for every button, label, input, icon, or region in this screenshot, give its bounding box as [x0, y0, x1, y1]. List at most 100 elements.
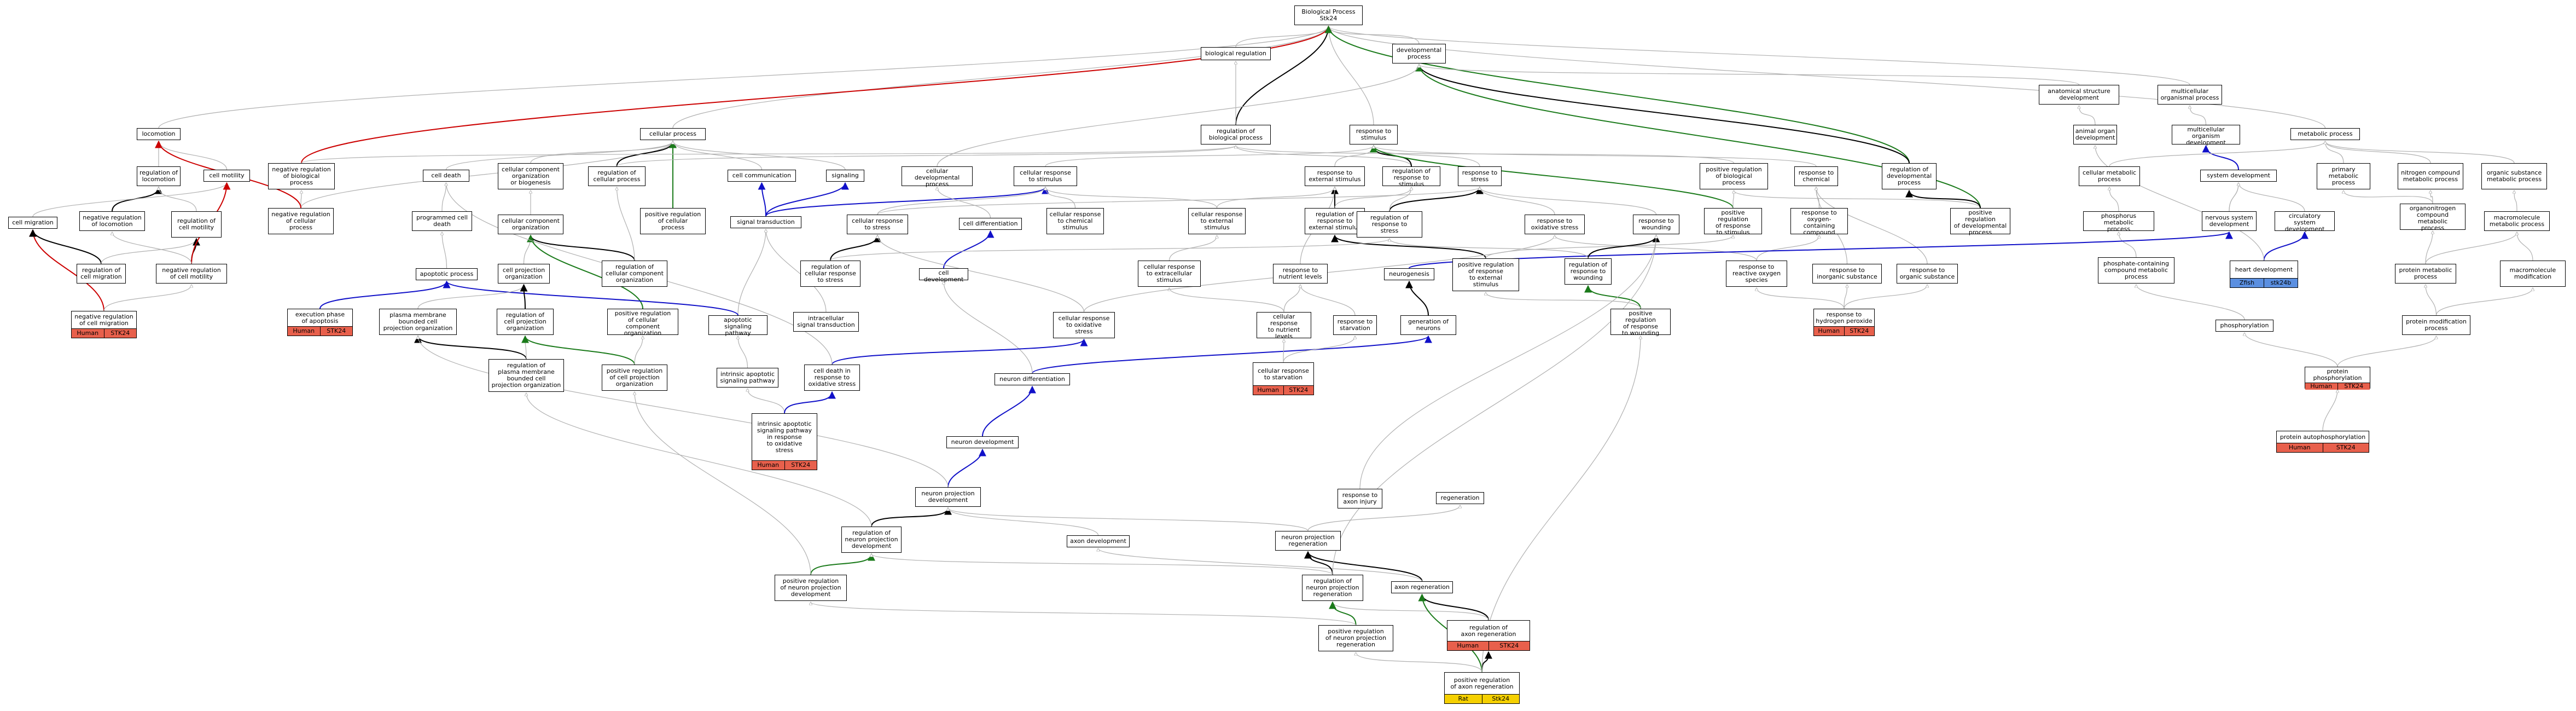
- go-term-node[interactable]: intrinsic apoptotic signaling pathway: [717, 368, 778, 388]
- go-term-node[interactable]: regulation of cell projection organizati…: [497, 309, 554, 335]
- go-term-node[interactable]: positive regulation of developmental pro…: [1950, 208, 2010, 236]
- go-term-node[interactable]: response to nutrient levels: [1273, 264, 1328, 284]
- go-term-node[interactable]: axon development: [1067, 535, 1130, 547]
- go-term-node[interactable]: cellular response to nutrient levels: [1257, 312, 1311, 340]
- go-term-node[interactable]: protein metabolic process: [2395, 264, 2456, 284]
- go-term-node[interactable]: cellular component organization: [498, 215, 563, 234]
- go-term-node[interactable]: organonitrogen compound metabolic proces…: [2400, 204, 2465, 232]
- go-term-node[interactable]: neuron projection regeneration: [1275, 531, 1341, 551]
- go-term-node[interactable]: organic substance metabolic process: [2481, 163, 2547, 189]
- go-term-node[interactable]: nitrogen compound metabolic process: [2398, 163, 2463, 189]
- go-term-node[interactable]: primary metabolic process: [2317, 163, 2370, 189]
- go-term-node[interactable]: circulatory system development: [2275, 211, 2335, 233]
- go-term-node[interactable]: signal transduction: [730, 216, 801, 228]
- go-term-node[interactable]: response to oxidative stress: [1525, 215, 1585, 234]
- go-term-node[interactable]: response to oxygen-containing compound: [1790, 208, 1848, 236]
- go-term-node[interactable]: cellular metabolic process: [2079, 166, 2140, 186]
- go-term-node[interactable]: response to inorganic substance: [1812, 264, 1882, 284]
- go-term-node[interactable]: plasma membrane bounded cell projection …: [379, 309, 457, 335]
- go-term-node[interactable]: cellular response to external stimulus: [1188, 208, 1246, 234]
- go-term-node[interactable]: response to wounding: [1633, 215, 1679, 234]
- go-term-node[interactable]: cell differentiation: [959, 218, 1022, 230]
- go-term-node[interactable]: regulation of biological process: [1201, 125, 1271, 144]
- go-term-node[interactable]: apoptotic signaling pathway: [708, 315, 767, 337]
- go-term-node[interactable]: cellular developmental process: [902, 166, 973, 188]
- go-term-node[interactable]: positive regulation of cellular process: [640, 208, 706, 234]
- go-term-node[interactable]: regulation of cellular response to stres…: [800, 261, 860, 287]
- go-term-node[interactable]: cell development: [919, 268, 968, 283]
- go-term-node[interactable]: regulation of response to stimulus: [1382, 166, 1440, 188]
- go-term-node[interactable]: nervous system development: [2202, 211, 2257, 231]
- go-term-node[interactable]: positive regulation of cell projection o…: [602, 365, 667, 391]
- go-term-node[interactable]: cellular process: [640, 128, 706, 140]
- go-term-node[interactable]: positive regulation of axon regeneration…: [1444, 672, 1520, 704]
- go-term-node[interactable]: regulation of cell migration: [77, 264, 126, 284]
- go-term-node[interactable]: positive regulation of neuron projection…: [1318, 625, 1393, 651]
- go-term-node[interactable]: regulation of neuron projection developm…: [841, 527, 902, 553]
- go-term-node[interactable]: negative regulation of locomotion: [79, 211, 145, 231]
- go-term-node[interactable]: positive regulation of cellular componen…: [607, 309, 678, 337]
- go-term-node[interactable]: negative regulation of biological proces…: [268, 163, 335, 189]
- go-term-node[interactable]: cell communication: [728, 170, 796, 182]
- go-term-node[interactable]: system development: [2200, 170, 2277, 182]
- go-term-node[interactable]: phosphorus metabolic process: [2083, 211, 2154, 233]
- go-term-node[interactable]: response to stimulus: [1350, 125, 1398, 144]
- go-term-node[interactable]: regeneration: [1436, 492, 1484, 504]
- go-term-node[interactable]: regulation of cell motility: [171, 211, 222, 238]
- go-term-node[interactable]: regulation of response to stress: [1357, 211, 1422, 238]
- go-term-node[interactable]: positive regulation of response to stimu…: [1704, 208, 1762, 236]
- go-term-node[interactable]: signaling: [826, 170, 864, 182]
- go-term-node[interactable]: positive regulation of biological proces…: [1700, 163, 1768, 189]
- go-term-node[interactable]: cellular component organization or bioge…: [498, 163, 563, 189]
- go-term-node[interactable]: cell death: [423, 170, 469, 182]
- go-term-node[interactable]: phosphorylation: [2216, 320, 2273, 332]
- go-term-node[interactable]: apoptotic process: [416, 268, 478, 280]
- go-term-node[interactable]: positive regulation of neuron projection…: [775, 575, 847, 601]
- go-term-node[interactable]: cellular response to stress: [847, 215, 908, 234]
- go-term-node[interactable]: neuron development: [946, 436, 1019, 448]
- go-term-node[interactable]: cell migration: [8, 217, 57, 229]
- go-term-node[interactable]: multicellular organism development: [2172, 125, 2240, 146]
- go-term-node[interactable]: biological regulation: [1201, 47, 1271, 60]
- go-term-node[interactable]: positive regulation of response to exter…: [1452, 258, 1519, 291]
- go-term-node[interactable]: cell motility: [203, 170, 250, 182]
- go-term-node[interactable]: regulation of cellular component organiz…: [602, 261, 667, 287]
- go-term-node[interactable]: regulation of cellular process: [588, 166, 646, 186]
- go-term-node[interactable]: cell projection organization: [498, 264, 550, 284]
- go-term-node[interactable]: animal organ development: [2073, 125, 2117, 144]
- go-term-node[interactable]: response to stress: [1458, 166, 1502, 186]
- go-term-node[interactable]: cellular response to stimulus: [1014, 166, 1077, 186]
- go-term-node[interactable]: protein modification process: [2402, 315, 2470, 335]
- go-term-node[interactable]: locomotion: [137, 128, 181, 140]
- go-term-node[interactable]: multicellular organismal process: [2158, 85, 2222, 105]
- go-term-node[interactable]: macromolecule modification: [2500, 261, 2566, 287]
- go-term-node[interactable]: cellular response to oxidative stress: [1053, 312, 1115, 338]
- go-term-node[interactable]: developmental process: [1392, 44, 1446, 63]
- go-term-node[interactable]: regulation of neuron projection regenera…: [1302, 575, 1363, 601]
- go-term-node[interactable]: cellular response to chemical stimulus: [1046, 208, 1104, 234]
- go-term-node[interactable]: response to organic substance: [1897, 264, 1958, 284]
- go-term-node[interactable]: negative regulation of cell motility: [156, 264, 227, 284]
- go-term-node[interactable]: metabolic process: [2290, 128, 2360, 140]
- go-term-node[interactable]: negative regulation of cellular process: [268, 208, 334, 234]
- go-term-node[interactable]: Biological Process Stk24: [1294, 5, 1363, 25]
- go-term-node[interactable]: neurogenesis: [1384, 268, 1434, 280]
- go-term-node[interactable]: cellular response to extracellular stimu…: [1138, 261, 1201, 287]
- go-term-node[interactable]: response to starvation: [1333, 315, 1377, 335]
- go-term-node[interactable]: neuron differentiation: [995, 373, 1070, 385]
- go-term-node[interactable]: regulation of locomotion: [137, 166, 181, 186]
- go-term-node[interactable]: response to external stimulus: [1305, 166, 1365, 186]
- go-term-node[interactable]: axon regeneration: [1391, 581, 1453, 593]
- go-term-node[interactable]: macromolecule metabolic process: [2484, 211, 2550, 231]
- go-term-node[interactable]: regulation of developmental process: [1882, 163, 1937, 189]
- go-term-node[interactable]: regulation of response to wounding: [1565, 258, 1612, 285]
- go-term-node[interactable]: intracellular signal transduction: [793, 312, 859, 332]
- go-term-node[interactable]: generation of neurons: [1400, 315, 1456, 335]
- go-term-node[interactable]: phosphate-containing compound metabolic …: [2098, 257, 2174, 284]
